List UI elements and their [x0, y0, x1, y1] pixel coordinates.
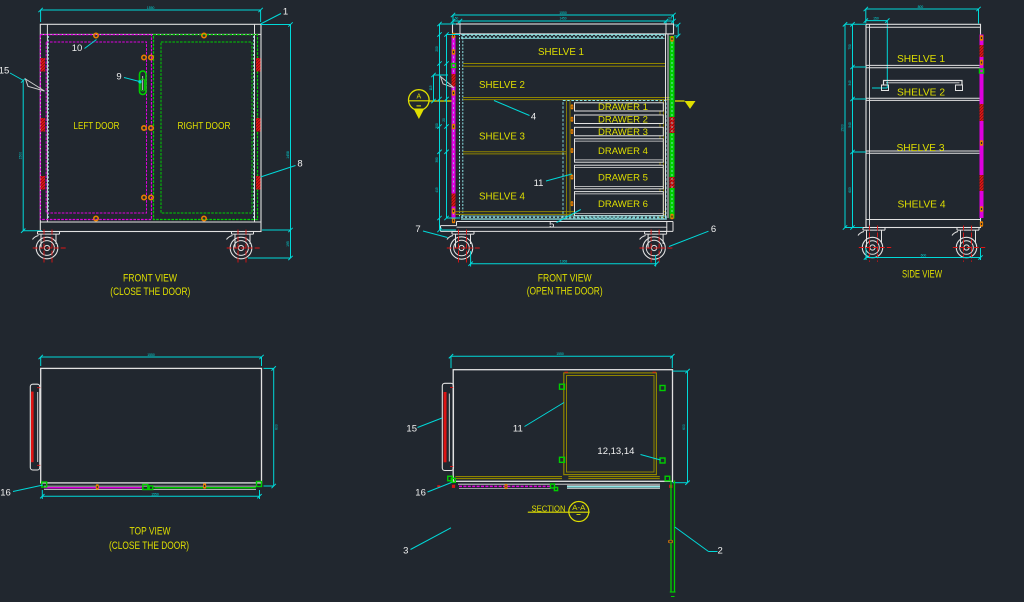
svg-text:115: 115	[429, 85, 433, 90]
svg-text:DRAWER 2: DRAWER 2	[598, 115, 648, 125]
svg-text:16: 16	[0, 488, 11, 499]
svg-text:1550: 1550	[559, 11, 567, 15]
svg-text:800: 800	[918, 5, 924, 9]
svg-text:150: 150	[873, 16, 879, 20]
svg-text:1458: 1458	[286, 151, 290, 159]
svg-text:600: 600	[275, 424, 279, 430]
svg-text:15: 15	[406, 424, 417, 435]
svg-text:195: 195	[286, 241, 290, 247]
svg-text:15: 15	[0, 66, 9, 77]
svg-text:1: 1	[283, 7, 288, 18]
svg-text:600: 600	[682, 424, 686, 430]
svg-text:A-A: A-A	[572, 505, 585, 512]
svg-text:A: A	[416, 94, 421, 101]
svg-text:SHELVE 4: SHELVE 4	[479, 191, 525, 203]
svg-text:415: 415	[435, 187, 439, 193]
svg-text:1450: 1450	[559, 17, 566, 21]
svg-text:380: 380	[435, 157, 439, 163]
svg-text:RIGHT DOOR: RIGHT DOOR	[178, 121, 231, 132]
svg-text:DRAWER 5: DRAWER 5	[598, 172, 648, 182]
svg-text:2: 2	[718, 545, 723, 556]
svg-text:1550: 1550	[147, 353, 155, 357]
svg-text:LEFT DOOR: LEFT DOOR	[74, 121, 120, 132]
svg-text:10: 10	[72, 43, 83, 54]
svg-text:(CLOSE THE DOOR): (CLOSE THE DOOR)	[110, 286, 190, 298]
svg-text:1550: 1550	[556, 352, 564, 356]
svg-text:DRAWER 6: DRAWER 6	[598, 199, 648, 209]
svg-text:7: 7	[415, 224, 420, 235]
svg-text:8: 8	[297, 159, 302, 170]
svg-text:DRAWER 4: DRAWER 4	[598, 146, 648, 156]
svg-text:(CLOSE THE DOOR): (CLOSE THE DOOR)	[109, 540, 189, 552]
svg-text:345: 345	[848, 80, 852, 86]
svg-text:540: 540	[848, 122, 852, 128]
svg-text:1550: 1550	[147, 6, 155, 10]
svg-text:SHELVE 3: SHELVE 3	[479, 131, 525, 143]
svg-text:SHELVE 4: SHELVE 4	[898, 199, 946, 211]
svg-text:9: 9	[116, 72, 121, 83]
svg-text:SHELVE 2: SHELVE 2	[897, 87, 945, 99]
svg-text:3: 3	[403, 545, 408, 556]
svg-text:50: 50	[668, 17, 672, 21]
svg-text:12,13,14: 12,13,14	[597, 446, 634, 457]
svg-text:DRAWER 3: DRAWER 3	[598, 127, 648, 137]
svg-text:FRONT VIEW: FRONT VIEW	[123, 273, 177, 285]
svg-text:SHELVE 2: SHELVE 2	[479, 79, 525, 91]
svg-text:300: 300	[435, 123, 439, 129]
svg-text:SHELVE 1: SHELVE 1	[538, 46, 584, 58]
svg-text:4: 4	[531, 112, 536, 123]
svg-text:600: 600	[921, 253, 927, 257]
svg-text:750: 750	[848, 44, 852, 50]
svg-text:11: 11	[513, 424, 523, 435]
svg-text:6: 6	[711, 224, 716, 235]
svg-text:FRONT VIEW: FRONT VIEW	[538, 273, 592, 285]
svg-text:5: 5	[549, 220, 554, 231]
svg-text:50: 50	[455, 17, 459, 21]
svg-text:SHELVE 3: SHELVE 3	[897, 142, 945, 154]
svg-text:SECTION: SECTION	[532, 504, 566, 513]
svg-text:TOP VIEW: TOP VIEW	[130, 526, 171, 538]
svg-text:1500: 1500	[840, 124, 844, 132]
svg-text:(OPEN THE DOOR): (OPEN THE DOOR)	[527, 286, 603, 298]
svg-text:603: 603	[848, 187, 852, 193]
svg-text:1368: 1368	[560, 259, 568, 263]
svg-text:1550: 1550	[151, 493, 159, 497]
svg-text:200: 200	[435, 46, 439, 52]
svg-text:11: 11	[534, 178, 544, 189]
svg-text:1500: 1500	[19, 152, 23, 160]
svg-text:20: 20	[442, 118, 446, 122]
svg-text:SIDE VIEW: SIDE VIEW	[902, 269, 942, 281]
svg-text:16: 16	[415, 488, 426, 499]
svg-text:DRAWER 1: DRAWER 1	[598, 102, 648, 112]
svg-text:SHELVE 1: SHELVE 1	[897, 53, 945, 65]
